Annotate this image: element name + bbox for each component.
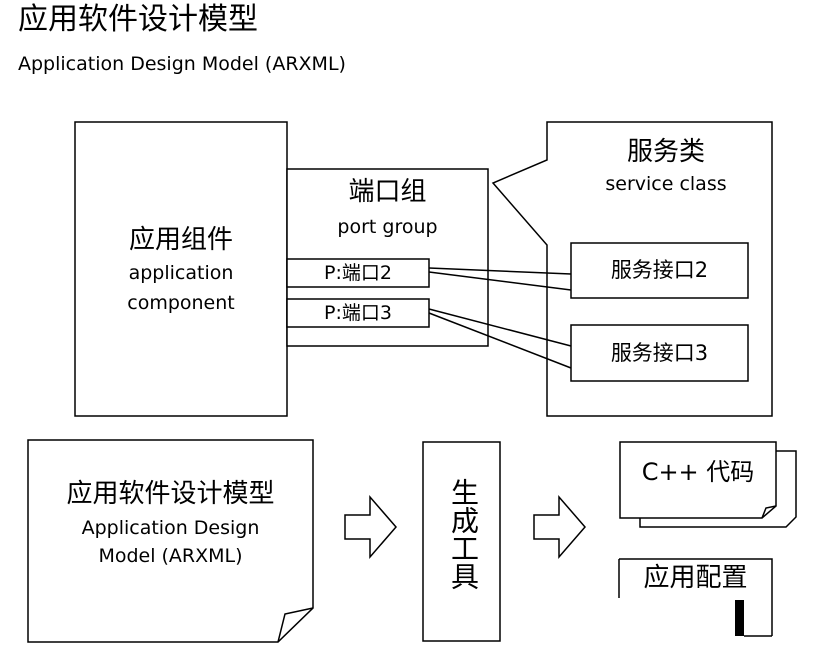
connector-3b: [428, 312, 572, 369]
service-interface-box-2: [570, 242, 749, 299]
config-doc-mark: [735, 600, 744, 636]
service-interface-box-3: [570, 324, 749, 382]
port-group-label-cn: 端口组: [348, 177, 427, 207]
port-label: P:端口2: [324, 262, 392, 284]
code-output-label: C++ 代码: [641, 458, 755, 486]
component-label-en-2: component: [127, 292, 235, 314]
code-doc-fold: [761, 505, 777, 519]
connector-2a: [428, 267, 572, 275]
generator-tool-label: 生成工具: [447, 478, 480, 590]
port-box-3: [286, 298, 430, 328]
connector-3a: [428, 308, 572, 347]
component-label-en-1: application: [128, 262, 234, 284]
flow-arrow-1: [344, 494, 397, 560]
input-doc-label-cn: 应用软件设计模型: [66, 479, 275, 509]
service-interface-label: 服务接口2: [610, 258, 709, 282]
application-component-box: [74, 121, 288, 417]
generator-tool-box: [422, 441, 501, 642]
service-interface-label: 服务接口3: [610, 341, 709, 365]
component-label-cn: 应用组件: [128, 225, 233, 255]
port-label: P:端口3: [324, 302, 392, 324]
service-class-label-en: service class: [605, 173, 727, 195]
service-class-label-cn: 服务类: [626, 137, 705, 167]
port-box-2: [286, 258, 430, 288]
port-group-label-en: port group: [337, 216, 438, 238]
flow-arrow-2: [533, 494, 586, 560]
connector-2b: [428, 271, 572, 291]
page-subtitle: Application Design Model (ARXML): [18, 53, 346, 75]
input-doc-label-en-1: Application Design: [81, 517, 260, 539]
input-document-shape: [27, 439, 314, 643]
config-output-label: 应用配置: [643, 563, 748, 593]
page-title: 应用软件设计模型: [18, 2, 258, 37]
input-doc-label-en-2: Model (ARXML): [98, 545, 243, 567]
input-document-fold: [277, 607, 314, 643]
config-doc-shape: [619, 558, 773, 636]
code-doc-front: [619, 441, 777, 519]
